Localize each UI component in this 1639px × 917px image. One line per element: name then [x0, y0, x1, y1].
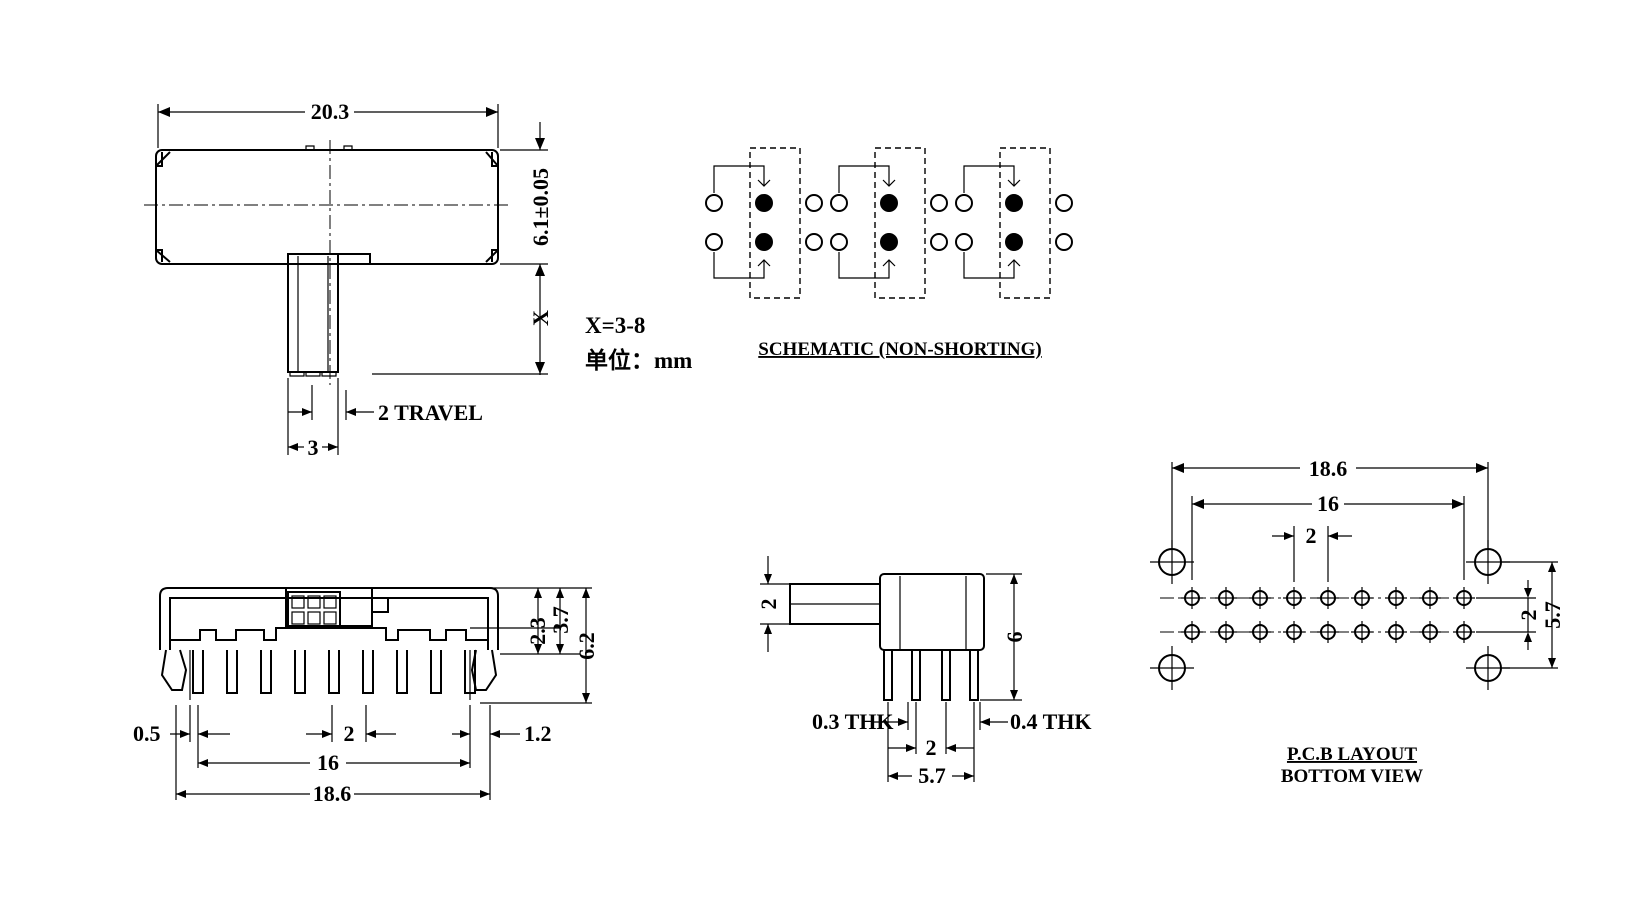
pin	[226, 650, 238, 694]
contact-open	[805, 233, 823, 251]
dim-pcb-row: 2	[1516, 610, 1541, 621]
pcb-mount-cross	[1150, 646, 1194, 690]
contact-open	[1055, 233, 1073, 251]
top-view: 20.3 6.1±0.05 X 2 TRAVEL 3 X=3-8 单位：mm	[144, 99, 692, 460]
slider-contact-outline	[874, 147, 926, 299]
note-x-range: X=3-8	[585, 313, 645, 338]
dim-20-3: 20.3	[311, 99, 350, 124]
contact-common	[755, 194, 773, 212]
mount-tab-left	[160, 649, 188, 691]
pin	[294, 650, 306, 694]
contact-open	[805, 194, 823, 212]
pcb-pin-cross	[1215, 587, 1237, 609]
dim-1-2: 1.2	[524, 721, 552, 746]
contact-open	[705, 194, 723, 212]
pcb-caption-1: P.C.B LAYOUT	[1287, 744, 1417, 765]
front-view: 2.3 3.7 6.2 0.5 2 1.2 16 18.6	[133, 587, 599, 806]
slider-contact-outline	[999, 147, 1051, 299]
schematic-link	[713, 165, 765, 193]
dim-pcb-5-7: 5.7	[1540, 601, 1565, 629]
schematic-link	[713, 252, 765, 279]
schematic-link	[838, 165, 890, 193]
dim-side-span: 5.7	[918, 763, 946, 788]
schematic-caption: SCHEMATIC (NON-SHORTING)	[758, 339, 1041, 360]
dim-x: X	[528, 310, 553, 326]
pin	[430, 650, 442, 694]
pcb-pin-cross	[1249, 621, 1271, 643]
contact-open	[830, 194, 848, 212]
contact-open	[830, 233, 848, 251]
pcb-pin-cross	[1351, 587, 1373, 609]
dim-pcb-16: 16	[1317, 491, 1339, 516]
pcb-caption-2: BOTTOM VIEW	[1281, 766, 1423, 787]
pcb-pin-cross	[1181, 621, 1203, 643]
schematic-link	[963, 165, 1015, 193]
dim-6-2: 6.2	[574, 632, 599, 660]
schematic-arrow	[882, 179, 896, 267]
pcb-pin-cross	[1215, 621, 1237, 643]
pcb-pin-cross	[1283, 621, 1305, 643]
pin	[192, 650, 204, 694]
pcb-layout	[1150, 540, 1510, 690]
pin	[260, 650, 272, 694]
dim-6-1: 6.1±0.05	[528, 168, 553, 246]
pcb-pin-cross	[1385, 621, 1407, 643]
dim-16-front: 16	[317, 750, 339, 775]
dim-0-5: 0.5	[133, 721, 161, 746]
contact-open	[705, 233, 723, 251]
contact-common	[1005, 233, 1023, 251]
pcb-pin-cross	[1385, 587, 1407, 609]
dim-front-pitch: 2	[344, 721, 355, 746]
pin	[328, 650, 340, 694]
contact-open	[955, 194, 973, 212]
note-unit: 单位：mm	[585, 347, 692, 373]
pcb-pin-cross	[1419, 587, 1441, 609]
schematic-arrow	[757, 179, 771, 267]
pcb-dims: 18.6 16 2 2 5.7	[1171, 456, 1565, 669]
dim-side-height: 6	[1002, 632, 1027, 643]
pcb-pin-cross	[1453, 587, 1475, 609]
dim-3-7: 3.7	[548, 606, 573, 634]
contact-common	[880, 233, 898, 251]
dim-pcb-pitch: 2	[1306, 523, 1317, 548]
dim-side-pitch: 2	[926, 735, 937, 760]
pin	[396, 650, 408, 694]
schematic-link	[838, 252, 890, 279]
front-pins	[160, 649, 498, 700]
pcb-pin-cross	[1317, 621, 1339, 643]
contact-open	[955, 233, 973, 251]
contact-common	[880, 194, 898, 212]
schematic	[705, 147, 1073, 299]
dim-2-3: 2.3	[525, 617, 550, 645]
dim-pcb-18-6: 18.6	[1309, 456, 1348, 481]
pin	[362, 650, 374, 694]
dim-side-thk-left: 0.3 THK	[812, 709, 894, 734]
contact-open	[1055, 194, 1073, 212]
dim-side-thk-right: 0.4 THK	[1010, 709, 1092, 734]
pcb-pin-cross	[1351, 621, 1373, 643]
mount-tab-right	[470, 649, 498, 691]
pcb-pin-cross	[1317, 587, 1339, 609]
pcb-pin-cross	[1283, 587, 1305, 609]
pcb-pin-cross	[1453, 621, 1475, 643]
slider-contact-outline	[749, 147, 801, 299]
dim-3: 3	[308, 435, 319, 460]
pcb-pin-cross	[1419, 621, 1441, 643]
dim-side-actuator: 2	[756, 599, 781, 610]
dim-18-6-front: 18.6	[313, 781, 352, 806]
contact-open	[930, 194, 948, 212]
dim-travel: 2 TRAVEL	[378, 400, 483, 425]
contact-common	[1005, 194, 1023, 212]
contact-open	[930, 233, 948, 251]
schematic-arrow	[1007, 179, 1021, 267]
contact-common	[755, 233, 773, 251]
schematic-link	[963, 252, 1015, 279]
side-view: 2 6 0.3 THK 0.4 THK 2 5.7	[756, 556, 1092, 788]
pcb-pin-cross	[1181, 587, 1203, 609]
pcb-pin-cross	[1249, 587, 1271, 609]
